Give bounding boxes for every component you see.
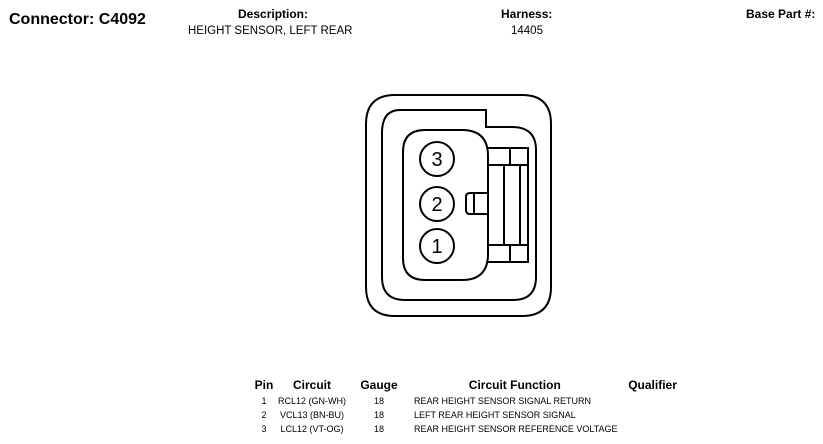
row-circuit: VCL13 (BN-BU)	[280, 409, 345, 420]
connector-title: Connector: C4092	[9, 11, 146, 28]
pin-table: Pin Circuit Gauge Circuit Function Quali…	[250, 378, 688, 436]
row-function: REAR HEIGHT SENSOR REFERENCE VOLTAGE	[414, 423, 618, 434]
base-part-label: Base Part #:	[746, 7, 816, 21]
header-circuit: Circuit	[293, 378, 332, 392]
header-pin: Pin	[254, 378, 274, 392]
pin-2-label: 2	[431, 194, 442, 216]
row-qualifier	[618, 422, 688, 436]
row-gauge: 18	[374, 409, 385, 420]
header-gauge: Gauge	[360, 378, 398, 392]
locking-latch	[488, 147, 529, 263]
description-label: Description:	[238, 7, 309, 21]
pin-2-circle	[419, 186, 455, 222]
table-row: 2 VCL13 (BN-BU) 18 LEFT REAR HEIGHT SENS…	[250, 408, 688, 422]
pin-1-circle	[419, 228, 455, 264]
connector-housing-outer	[365, 94, 552, 317]
table-row: 3 LCL12 (VT-OG) 18 REAR HEIGHT SENSOR RE…	[250, 422, 688, 436]
harness-value: 14405	[511, 25, 543, 37]
description-value: HEIGHT SENSOR, LEFT REAR	[188, 25, 353, 37]
row-pin: 1	[261, 395, 267, 406]
row-pin: 2	[261, 409, 267, 420]
pin-3-circle	[419, 141, 455, 177]
latch-tab	[465, 192, 488, 215]
harness-label: Harness:	[501, 7, 553, 21]
table-row: 1 RCL12 (GN-WH) 18 REAR HEIGHT SENSOR SI…	[250, 394, 688, 408]
row-qualifier	[618, 408, 688, 422]
row-circuit: RCL12 (GN-WH)	[278, 395, 347, 406]
header-qualifier: Qualifier	[628, 378, 677, 392]
pin-cavity	[402, 129, 489, 281]
row-qualifier	[618, 394, 688, 408]
pin-1-label: 1	[431, 236, 442, 258]
connector-housing-inner	[381, 109, 537, 301]
row-pin: 3	[261, 423, 267, 434]
header-circuit-function: Circuit Function	[468, 378, 561, 392]
pin-3-label: 3	[431, 149, 442, 171]
row-circuit: LCL12 (VT-OG)	[280, 423, 344, 434]
pin-table-header: Pin Circuit Gauge Circuit Function Quali…	[250, 378, 688, 394]
row-gauge: 18	[374, 423, 385, 434]
row-function: REAR HEIGHT SENSOR SIGNAL RETURN	[414, 395, 592, 406]
row-function: LEFT REAR HEIGHT SENSOR SIGNAL	[414, 409, 576, 420]
row-gauge: 18	[374, 395, 385, 406]
